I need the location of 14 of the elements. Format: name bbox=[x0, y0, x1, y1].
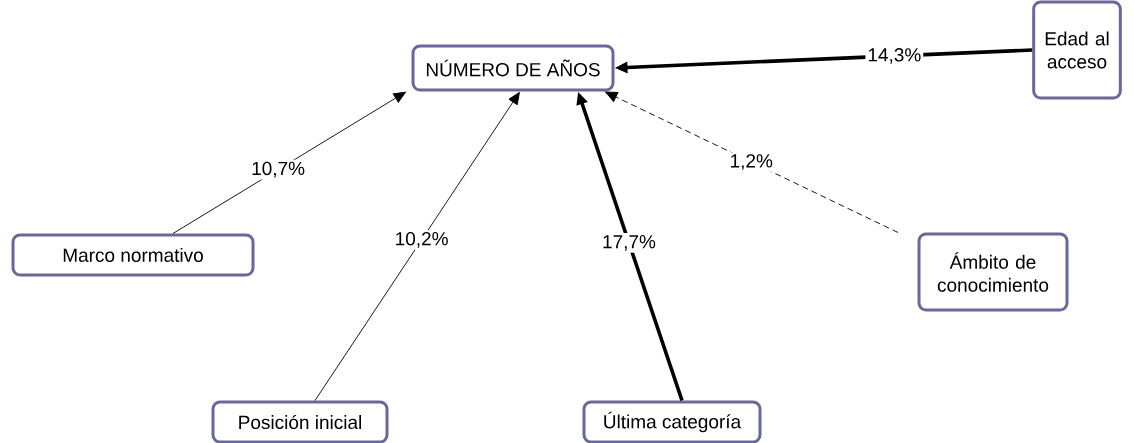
text-box: Marco normativo bbox=[11, 233, 255, 277]
text-box: Posición inicial bbox=[211, 400, 389, 443]
arrow bbox=[172, 91, 406, 234]
edge-label: 10,7% bbox=[249, 159, 307, 180]
text-box: Edad al acceso bbox=[1032, 0, 1122, 100]
edge-label: 1,2% bbox=[727, 152, 775, 172]
text-box: Ámbito de conocimiento bbox=[917, 232, 1069, 312]
text-box: NÚMERO DE AÑOS bbox=[411, 44, 615, 92]
edge-label: 10,2% bbox=[392, 229, 451, 250]
arrow bbox=[314, 92, 520, 401]
edge-label: 14,3% bbox=[865, 46, 924, 66]
edge-label: 17,7% bbox=[600, 233, 658, 253]
text-box: Última categoría bbox=[582, 400, 762, 443]
arrow bbox=[605, 91, 899, 233]
